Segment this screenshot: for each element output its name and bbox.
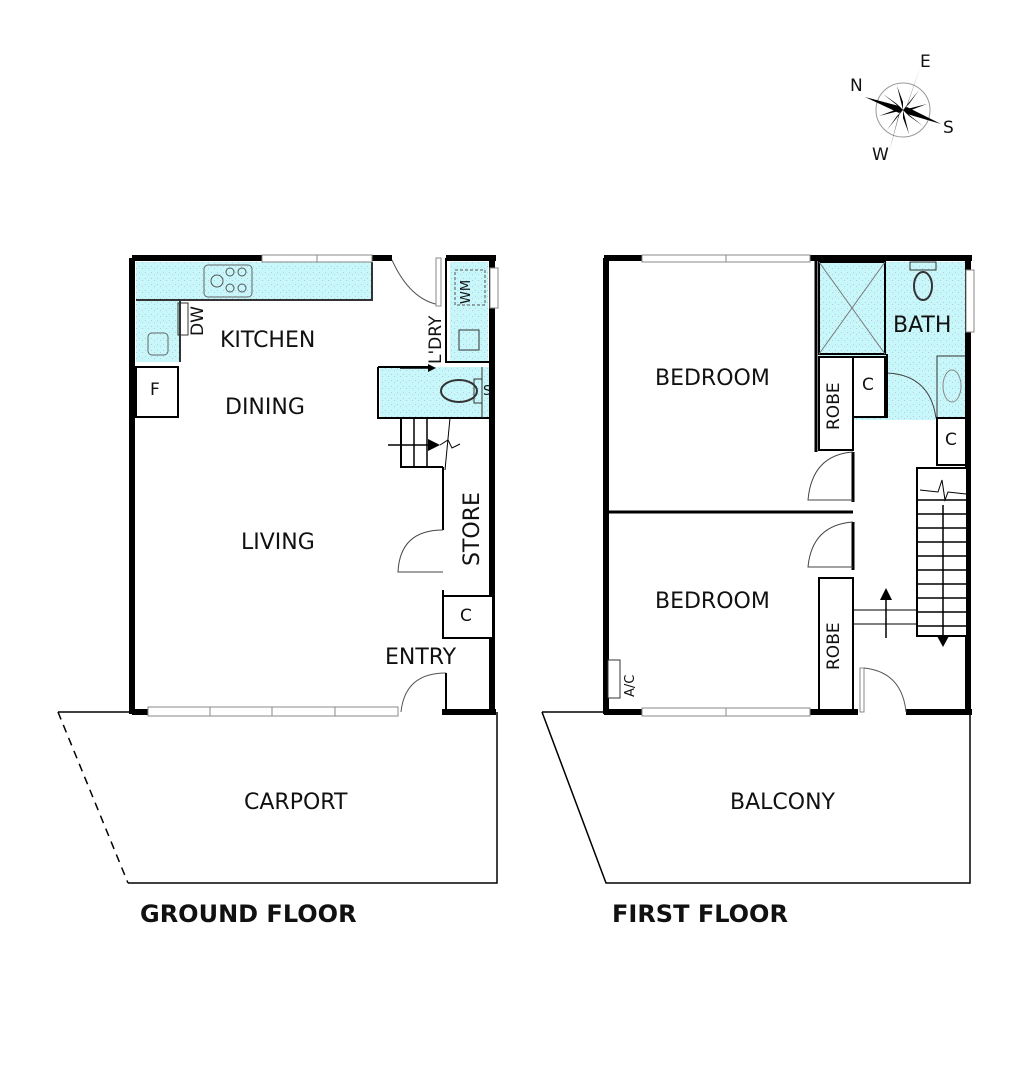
cupboard-label-2: C bbox=[945, 430, 957, 450]
cupboard-label-1: C bbox=[862, 375, 874, 395]
cupboard-label: C bbox=[460, 606, 472, 626]
room-label-bedroom-1: BEDROOM bbox=[655, 366, 770, 391]
room-label-dining: DINING bbox=[225, 395, 305, 420]
ground-floor-plan bbox=[57, 254, 499, 884]
s-label: S bbox=[483, 384, 492, 399]
first-floor-title: FIRST FLOOR bbox=[612, 900, 788, 928]
room-label-entry: ENTRY bbox=[385, 645, 457, 670]
compass-south-label: S bbox=[943, 118, 954, 138]
room-label-living: LIVING bbox=[241, 530, 315, 555]
washing-machine-label: WM bbox=[459, 279, 474, 304]
room-label-kitchen: KITCHEN bbox=[220, 328, 316, 353]
first-floor-plan bbox=[541, 254, 975, 884]
compass-north-label: N bbox=[850, 76, 863, 96]
robe-label-2: ROBE bbox=[824, 622, 844, 670]
ac-label: A/C bbox=[623, 674, 638, 697]
compass-rose-icon bbox=[865, 68, 941, 152]
room-label-laundry: L'DRY bbox=[426, 315, 446, 364]
compass-west-label: W bbox=[872, 145, 889, 165]
dishwasher-label: DW bbox=[188, 306, 208, 336]
compass-east-label: E bbox=[920, 52, 931, 72]
room-label-store: STORE bbox=[460, 492, 485, 566]
room-label-bath: BATH bbox=[893, 313, 952, 338]
room-label-bedroom-2: BEDROOM bbox=[655, 589, 770, 614]
room-label-carport: CARPORT bbox=[244, 790, 348, 815]
robe-label-1: ROBE bbox=[824, 382, 844, 430]
room-label-balcony: BALCONY bbox=[730, 790, 835, 815]
fridge-label: F bbox=[150, 380, 160, 400]
ground-floor-title: GROUND FLOOR bbox=[140, 900, 357, 928]
